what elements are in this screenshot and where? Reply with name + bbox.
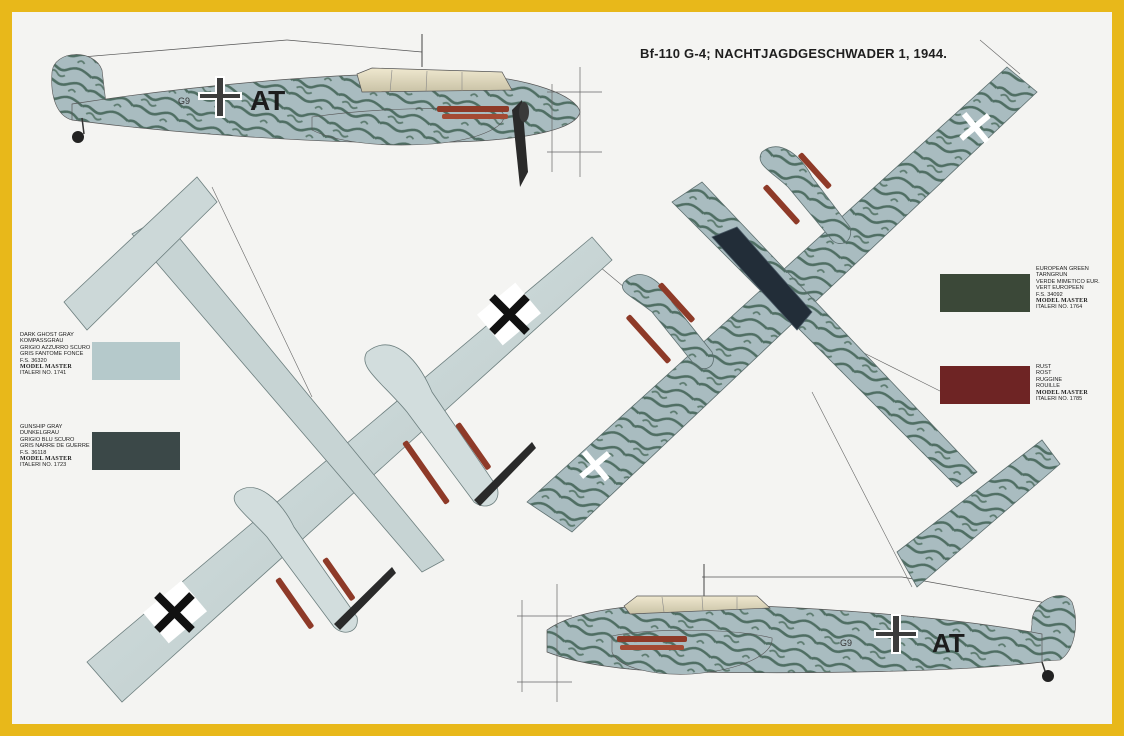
swatch-line: DARK GHOST GRAY [20,332,74,338]
paint-ref: ITALERI NO. 1723 [20,462,67,469]
paint-ref: ITALERI NO. 1785 [1036,396,1083,403]
swatch-line: GRIGIO AZZURRO SCURO [20,344,91,351]
swatch-line: RUGGINE [1036,376,1063,383]
aircraft-artwork: AT G9 AT G9 [51,34,1076,703]
plan-view-topside [526,39,1061,588]
instruction-sheet: AT G9 AT G9 Bf-110 G-4; NACHTJAGDGESCHWA… [12,12,1112,724]
side-profile-left [51,34,602,187]
swatch-line: F.S. 34092 [1036,291,1063,298]
swatch-line: VERDE MIMETICO EUR. [1036,278,1100,285]
brand-label: MODEL MASTER [20,456,72,463]
brand-label: MODEL MASTER [20,364,72,371]
swatch-line: GRIS NARRE DE GUERRE [20,443,90,450]
paint-ref: ITALERI NO. 1764 [1036,304,1083,311]
code-letters-left: AT [250,85,285,116]
page-title: Bf-110 G-4; NACHTJAGDGESCHWADER 1, 1944. [640,46,948,61]
swatch-label-gunship-gray: GUNSHIP GRAY DUNKELGRAU GRIGIO BLU SCURO… [20,424,90,469]
color-swatch-rust [940,366,1030,404]
side-cross-right [874,614,918,654]
swatch-line: F.S. 36320 [20,357,47,364]
swatch-label-rust: RUST ROST RUGGINE ROUILLE MODEL MASTER I… [1036,364,1088,402]
swatch-line: GRIGIO BLU SCURO [20,436,75,443]
swatch-label-dark-ghost-gray: DARK GHOST GRAY KOMPASSGRAU GRIGIO AZZUR… [20,332,90,377]
side-cross-left [198,76,242,118]
color-swatch-dark-ghost-gray [92,342,180,380]
swatch-line: KOMPASSGRAU [20,338,64,345]
paint-ref: ITALERI NO. 1741 [20,370,67,377]
swatch-line: ROST [1036,370,1052,377]
plan-view-underside [63,176,625,703]
swatch-line: GUNSHIP GRAY [20,424,63,430]
underside-cross-2 [142,580,208,644]
topside-cross-1 [959,112,991,144]
swatch-line: VERT EUROPEEN [1036,285,1084,292]
small-code-right: G9 [840,638,852,648]
color-swatch-european-green [940,274,1030,312]
side-profile-right [517,564,1076,702]
topside-cross-2 [579,450,611,482]
brand-label: MODEL MASTER [1036,298,1088,305]
swatch-line: F.S. 36118 [20,449,47,456]
swatch-label-european-green: EUROPEAN GREEN TARNGRUN VERDE MIMETICO E… [1036,266,1100,311]
swatch-line: EUROPEAN GREEN [1036,266,1089,272]
swatch-line: GRIS FANTOME FONCE [20,351,84,358]
brand-label: MODEL MASTER [1036,389,1088,396]
color-swatch-gunship-gray [92,432,180,470]
swatch-line: TARNGRUN [1036,272,1068,279]
swatch-line: RUST [1036,364,1052,370]
code-letters-right: AT [932,628,965,658]
underside-cross-1 [476,282,542,346]
swatch-line: DUNKELGRAU [20,430,59,437]
small-code-left: G9 [178,96,190,106]
swatch-line: ROUILLE [1036,383,1060,390]
